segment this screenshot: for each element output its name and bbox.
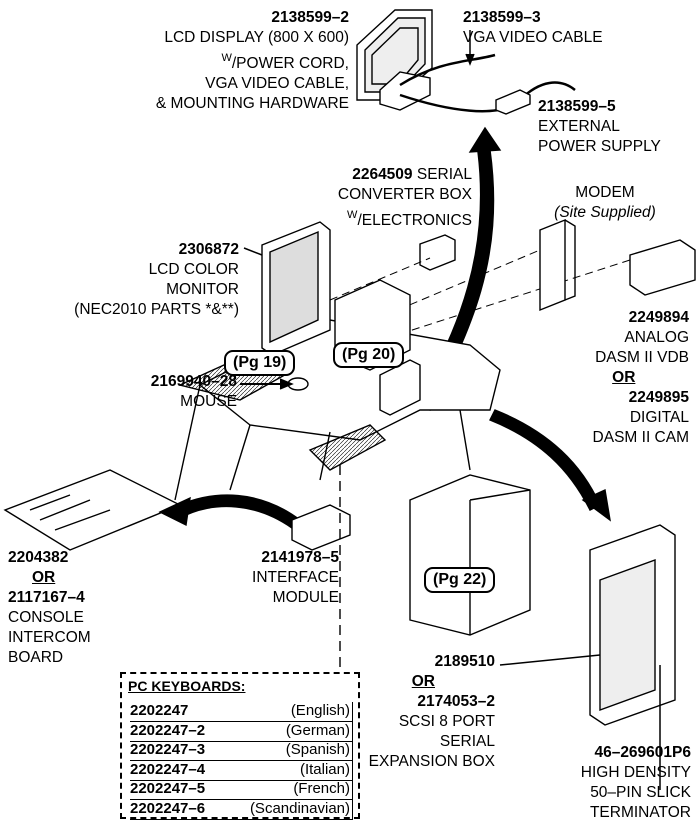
label-line: DIGITAL bbox=[629, 409, 689, 426]
page-ref-22[interactable]: (Pg 22) bbox=[424, 567, 496, 593]
label-interface-module: 2141978–5 INTERFACE MODULE bbox=[252, 548, 339, 608]
label-line: MODEM bbox=[575, 184, 635, 201]
keyboard-item: 2202247–6 (Scandinavian) bbox=[130, 799, 353, 820]
part-number: 2264509 bbox=[352, 166, 413, 183]
label-line: (NEC2010 PARTS *&**) bbox=[74, 301, 239, 318]
label-line: MOUSE bbox=[180, 393, 237, 410]
label-line: /ELECTRONICS bbox=[357, 212, 472, 229]
dasm-illustration bbox=[629, 239, 696, 296]
label-line: 50–PIN SLICK bbox=[590, 784, 691, 801]
serial-converter-illustration bbox=[419, 234, 456, 271]
modem-illustration bbox=[539, 218, 566, 312]
keyboard-part-number: 2202247–2 bbox=[130, 721, 206, 739]
keyboard-item: 2202247–3 (Spanish) bbox=[130, 741, 353, 761]
keyboard-part-number: 2202247–4 bbox=[130, 760, 206, 778]
label-line: LCD COLOR bbox=[148, 261, 239, 278]
pc-keyboards-box: PC KEYBOARDS: 2202247 (English) 2202247–2 (… bbox=[120, 672, 360, 820]
label-terminator: 46–269601P6 HIGH DENSITY 50–PIN SLICK TE… bbox=[581, 743, 691, 823]
label-line: POWER SUPPLY bbox=[538, 138, 661, 155]
label-intercom: 2204382 OR 2117167–4 CONSOLE INTERCOM BO… bbox=[8, 548, 91, 668]
label-line: TERMINATOR bbox=[589, 804, 691, 821]
part-number: 2117167–4 bbox=[8, 589, 85, 606]
label-modem: MODEM (Site Supplied) bbox=[535, 183, 675, 223]
keyboard-language: (Italian) bbox=[299, 760, 350, 778]
label-scsi: 2189510 OR 2174053–2 SCSI 8 PORT SERIAL … bbox=[369, 652, 495, 772]
label-line: EXPANSION BOX bbox=[368, 753, 495, 770]
label-line: DASM II VDB bbox=[595, 349, 689, 366]
label-superscript: W bbox=[221, 52, 232, 64]
label-lcd-monitor: 2306872 LCD COLOR MONITOR (NEC2010 PARTS… bbox=[74, 240, 239, 320]
label-line: DASM II CAM bbox=[592, 429, 689, 446]
label-lcd-display: 2138599–2 LCD DISPLAY (800 X 600) W/POWE… bbox=[156, 8, 349, 114]
or-separator: OR bbox=[32, 569, 56, 586]
part-number: 46–269601P6 bbox=[594, 744, 691, 761]
keyboard-item: 2202247–2 (German) bbox=[130, 721, 353, 742]
keyboard-language: (Scandinavian) bbox=[249, 799, 350, 817]
label-line: HIGH DENSITY bbox=[580, 764, 691, 781]
keyboard-item: 2202247–4 (Italian) bbox=[130, 760, 353, 781]
keyboard-language: (German) bbox=[285, 721, 350, 739]
part-number: 2169940–28 bbox=[150, 373, 237, 390]
keyboard-item: 2202247–5 (French) bbox=[130, 780, 353, 800]
part-number: 2138599–3 bbox=[463, 9, 541, 26]
label-line: INTERFACE bbox=[252, 569, 339, 586]
keyboard-language: (English) bbox=[290, 702, 350, 719]
keyboard-part-number: 2202247–6 bbox=[130, 799, 206, 817]
interface-module-illustration bbox=[291, 504, 351, 551]
label-dasm: 2249894 ANALOG DASM II VDB OR 2249895 DI… bbox=[593, 308, 689, 448]
keyboard-language: (Spanish) bbox=[285, 741, 350, 758]
label-line: ANALOG bbox=[624, 329, 689, 346]
label-vga-cable: 2138599–3 VGA VIDEO CABLE bbox=[463, 8, 603, 48]
label-line: SERIAL bbox=[412, 166, 472, 183]
vga-cable-line bbox=[399, 53, 496, 87]
part-number: 2174053–2 bbox=[417, 693, 495, 710]
label-mouse: 2169940–28 MOUSE bbox=[151, 372, 237, 412]
part-number: 2306872 bbox=[178, 241, 239, 258]
pc-keyboards-title: PC KEYBOARDS: bbox=[128, 678, 246, 694]
lcd-display-illustration bbox=[356, 9, 433, 111]
label-line: INTERCOM bbox=[8, 629, 91, 646]
part-number: 2141978–5 bbox=[261, 549, 339, 566]
part-number: 2204382 bbox=[8, 549, 69, 566]
label-line: VGA VIDEO CABLE bbox=[463, 29, 603, 46]
part-number: 2249894 bbox=[628, 309, 689, 326]
keyboard-part-number: 2202247–5 bbox=[130, 780, 206, 797]
or-separator: OR bbox=[612, 369, 636, 386]
part-number: 2138599–2 bbox=[271, 9, 349, 26]
label-line: /POWER CORD, bbox=[231, 55, 349, 72]
page-ref-19[interactable]: (Pg 19) bbox=[224, 350, 296, 376]
label-serial-converter: 2264509 SERIAL CONVERTER BOX W/ELECTRONI… bbox=[338, 165, 472, 231]
curved-arrow-left bbox=[178, 494, 302, 529]
label-line: LCD DISPLAY (800 X 600) bbox=[164, 29, 349, 46]
label-line: CONSOLE bbox=[8, 609, 84, 626]
label-line: CONVERTER BOX bbox=[337, 186, 472, 203]
label-line: SERIAL bbox=[439, 733, 495, 750]
power-supply-illustration bbox=[495, 89, 531, 115]
keyboard-item: 2202247 (English) bbox=[130, 702, 353, 722]
label-line: BOARD bbox=[8, 649, 64, 666]
part-number: 2249895 bbox=[628, 389, 689, 406]
part-number: 2138599–5 bbox=[538, 98, 616, 115]
label-line: EXTERNAL bbox=[538, 118, 620, 135]
page-ref-20[interactable]: (Pg 20) bbox=[333, 342, 405, 368]
label-line: MONITOR bbox=[166, 281, 239, 298]
label-superscript: W bbox=[347, 209, 358, 221]
label-line: (Site Supplied) bbox=[554, 204, 656, 221]
label-line: SCSI 8 PORT bbox=[398, 713, 495, 730]
keyboard-part-number: 2202247–3 bbox=[130, 741, 206, 758]
label-line: MODULE bbox=[272, 589, 339, 606]
part-number: 2189510 bbox=[434, 653, 495, 670]
label-power-supply: 2138599–5 EXTERNAL POWER SUPPLY bbox=[538, 97, 661, 157]
label-line: VGA VIDEO CABLE, bbox=[205, 75, 349, 92]
keyboard-part-number: 2202247 bbox=[130, 702, 189, 719]
keyboard-language: (French) bbox=[293, 780, 350, 797]
label-line: & MOUNTING HARDWARE bbox=[155, 95, 349, 112]
or-separator: OR bbox=[411, 673, 435, 690]
